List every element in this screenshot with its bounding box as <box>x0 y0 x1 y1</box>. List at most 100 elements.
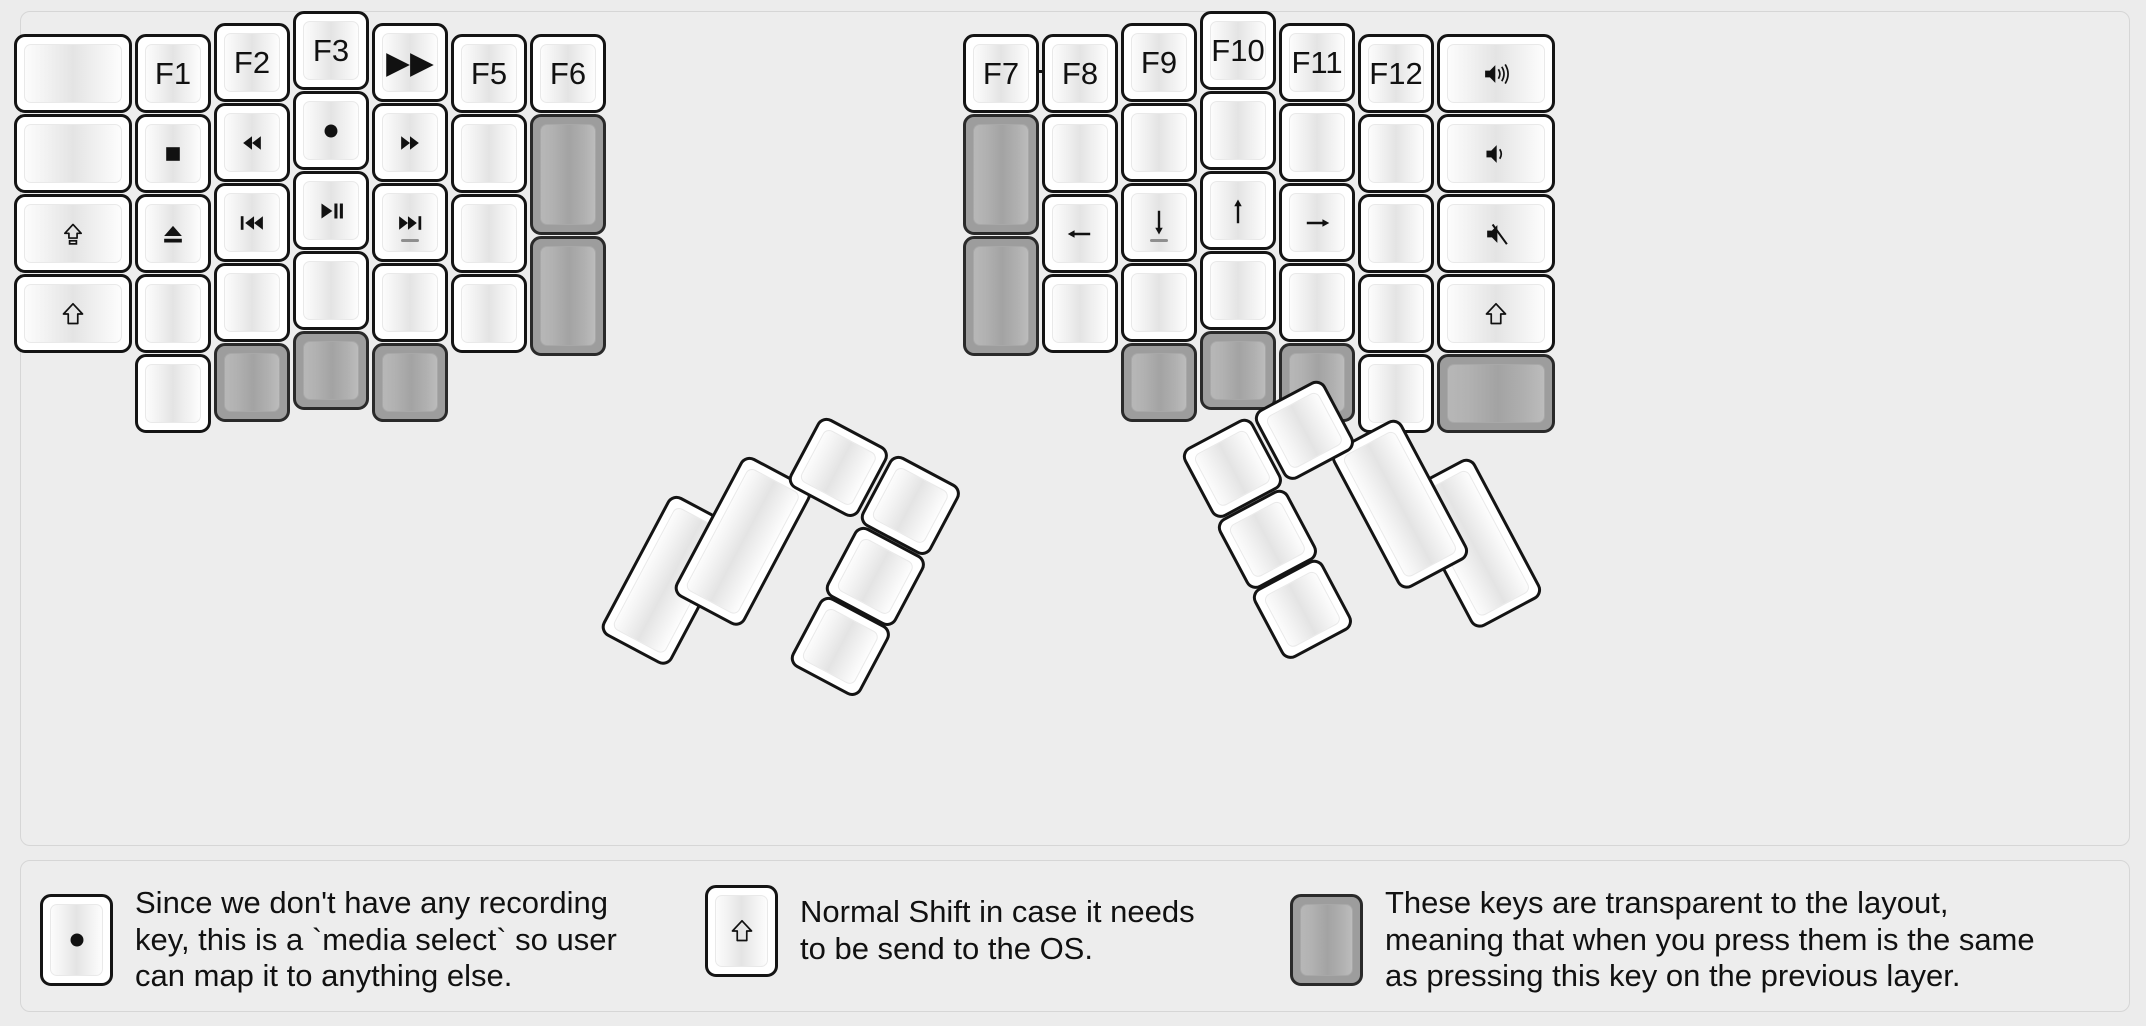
keycap <box>1368 284 1424 343</box>
key-arrow-right-icon[interactable] <box>1279 183 1355 262</box>
key-transparent[interactable] <box>372 343 448 422</box>
key-f6[interactable]: F6 <box>530 34 606 113</box>
keycap <box>24 44 122 103</box>
key-arrow-up-icon[interactable] <box>1200 171 1276 250</box>
key-shift-icon[interactable] <box>14 274 132 353</box>
key-blank[interactable] <box>135 354 211 433</box>
key-blank[interactable] <box>1358 114 1434 193</box>
keycap <box>1447 204 1545 263</box>
key-media-prev-track-icon[interactable] <box>214 183 290 262</box>
key-transparent[interactable] <box>214 343 290 422</box>
keycap <box>1131 353 1187 412</box>
keycap <box>1192 428 1273 509</box>
keycap <box>1210 261 1266 320</box>
key-blank[interactable] <box>135 274 211 353</box>
key-blank[interactable] <box>451 274 527 353</box>
legend-description: Normal Shift in case it needs to be send… <box>800 894 1195 966</box>
key-blank[interactable] <box>1200 251 1276 330</box>
key-media-play-pause-icon[interactable] <box>293 171 369 250</box>
key-blank[interactable] <box>14 34 132 113</box>
key-blank[interactable] <box>14 114 132 193</box>
key-transparent[interactable] <box>530 235 606 356</box>
key-transparent[interactable] <box>1437 354 1555 433</box>
keycap <box>1447 284 1545 343</box>
keycap <box>1447 44 1545 103</box>
key-blank[interactable] <box>1279 103 1355 182</box>
key-media-rewind-icon[interactable] <box>214 103 290 182</box>
legend-panel <box>20 860 2130 1012</box>
key-transparent[interactable] <box>1121 343 1197 422</box>
key-blank[interactable] <box>1042 114 1118 193</box>
key-blank[interactable] <box>1121 263 1197 342</box>
keycap: F5 <box>461 44 517 103</box>
key-shift-icon[interactable] <box>1437 274 1555 353</box>
key-blank[interactable] <box>1200 91 1276 170</box>
keycap: F3 <box>303 21 359 80</box>
key-f5[interactable]: F5 <box>451 34 527 113</box>
key-arrow-down-icon[interactable] <box>1121 183 1197 262</box>
key-transparent[interactable] <box>530 114 606 235</box>
key-blank[interactable] <box>372 263 448 342</box>
keycap <box>461 124 517 183</box>
key-media-fast-forward-icon[interactable] <box>372 103 448 182</box>
key-blank[interactable] <box>214 263 290 342</box>
keycap <box>1052 124 1108 183</box>
key-blank[interactable] <box>451 114 527 193</box>
keycap <box>382 353 438 412</box>
key-f12[interactable]: F12 <box>1358 34 1434 113</box>
key-transparent[interactable] <box>293 331 369 410</box>
key-blank[interactable] <box>451 194 527 273</box>
key-media-eject-icon[interactable] <box>135 194 211 273</box>
keycap <box>800 606 881 687</box>
keycap <box>303 341 359 400</box>
key-volume-mute-icon[interactable] <box>1437 194 1555 273</box>
key-f2[interactable]: F2 <box>214 23 290 102</box>
key-[interactable]: ▶▶ <box>372 23 448 102</box>
keycap <box>145 124 201 183</box>
keycap: F8 <box>1052 44 1108 103</box>
key-caps-lock-icon[interactable] <box>14 194 132 273</box>
key-blank[interactable] <box>1358 274 1434 353</box>
keycap <box>145 284 201 343</box>
keycap <box>382 193 438 252</box>
key-f9[interactable]: F9 <box>1121 23 1197 102</box>
keycap <box>145 204 201 263</box>
keycap: F9 <box>1131 33 1187 92</box>
keycap <box>303 261 359 320</box>
key-media-stop-icon[interactable] <box>135 114 211 193</box>
key-f1[interactable]: F1 <box>135 34 211 113</box>
key-volume-up-icon[interactable] <box>1437 34 1555 113</box>
key-f7[interactable]: F7 <box>963 34 1039 113</box>
keycap <box>973 124 1029 225</box>
legend-item: Since we don't have any recording key, t… <box>40 885 617 995</box>
key-transparent[interactable] <box>963 235 1039 356</box>
keycap <box>1131 193 1187 252</box>
key-transparent[interactable] <box>1200 331 1276 410</box>
key-arrow-left-icon[interactable] <box>1042 194 1118 273</box>
key-media-next-track-icon[interactable] <box>372 183 448 262</box>
key-f3[interactable]: F3 <box>293 11 369 90</box>
keycap: F11 <box>1289 33 1345 92</box>
keycap <box>303 181 359 240</box>
key-blank[interactable] <box>1121 103 1197 182</box>
key-f10[interactable]: F10 <box>1200 11 1276 90</box>
key-f11[interactable]: F11 <box>1279 23 1355 102</box>
key-blank[interactable] <box>1279 263 1355 342</box>
keycap: F12 <box>1368 44 1424 103</box>
key-blank[interactable] <box>293 251 369 330</box>
keycap <box>798 427 879 508</box>
keycap <box>1368 204 1424 263</box>
keycap <box>224 273 280 332</box>
key-blank[interactable] <box>1042 274 1118 353</box>
key-transparent[interactable] <box>963 114 1039 235</box>
legend-key-transparent <box>1290 893 1363 986</box>
key-blank[interactable] <box>1358 194 1434 273</box>
key-volume-down-icon[interactable] <box>1437 114 1555 193</box>
keycap <box>1210 101 1266 160</box>
keycap: F2 <box>224 33 280 92</box>
key-media-record-icon[interactable] <box>293 91 369 170</box>
keycap <box>382 113 438 172</box>
keycap <box>1131 113 1187 172</box>
key-f8[interactable]: F8 <box>1042 34 1118 113</box>
